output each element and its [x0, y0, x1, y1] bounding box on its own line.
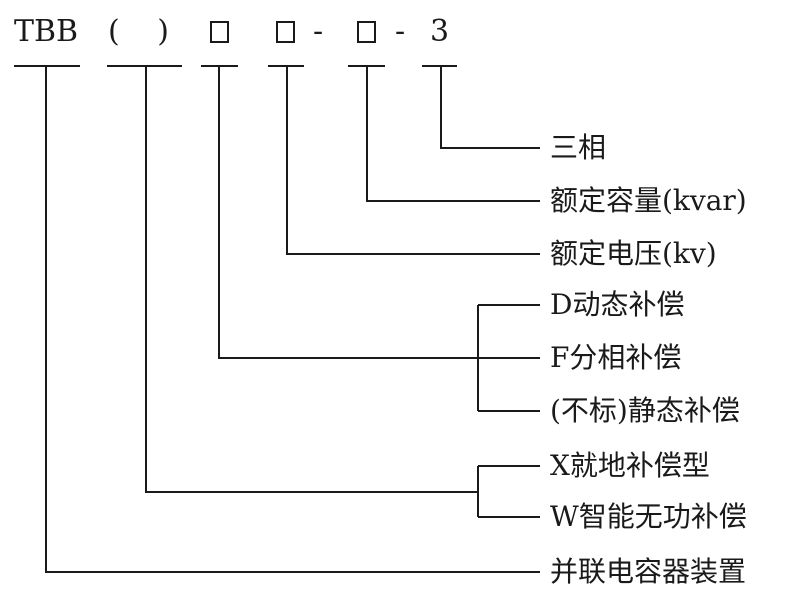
code-paren: ( ) — [108, 14, 183, 49]
code-box-2 — [276, 21, 295, 43]
connector-three-phase — [440, 66, 540, 149]
label-rated-capacity: 额定容量(kvar) — [550, 184, 747, 217]
label-static-compensation: (不标)静态补偿 — [550, 394, 740, 427]
connector-rated-capacity — [366, 66, 540, 202]
connector-paren — [145, 66, 478, 493]
label-capacitor-device: 并联电容器装置 — [550, 555, 747, 588]
label-three-phase: 三相 — [550, 131, 607, 164]
connector-device — [45, 66, 540, 573]
code-box-3 — [357, 21, 376, 43]
label-dynamic-compensation: D动态补偿 — [550, 288, 685, 321]
code-dash-2: - — [395, 14, 406, 49]
label-local-compensation: X就地补偿型 — [550, 449, 710, 482]
code-dash-1: - — [313, 14, 324, 49]
code-box-1 — [210, 21, 229, 43]
label-smart-compensation: W智能无功补偿 — [550, 500, 747, 533]
connector-compensation-mode — [218, 66, 478, 359]
label-split-phase-compensation: F分相补偿 — [550, 341, 682, 374]
code-prefix: TBB — [14, 14, 79, 49]
label-rated-voltage: 额定电压(kv) — [550, 237, 717, 270]
code-suffix: 3 — [430, 14, 450, 49]
connector-rated-voltage — [286, 66, 540, 255]
